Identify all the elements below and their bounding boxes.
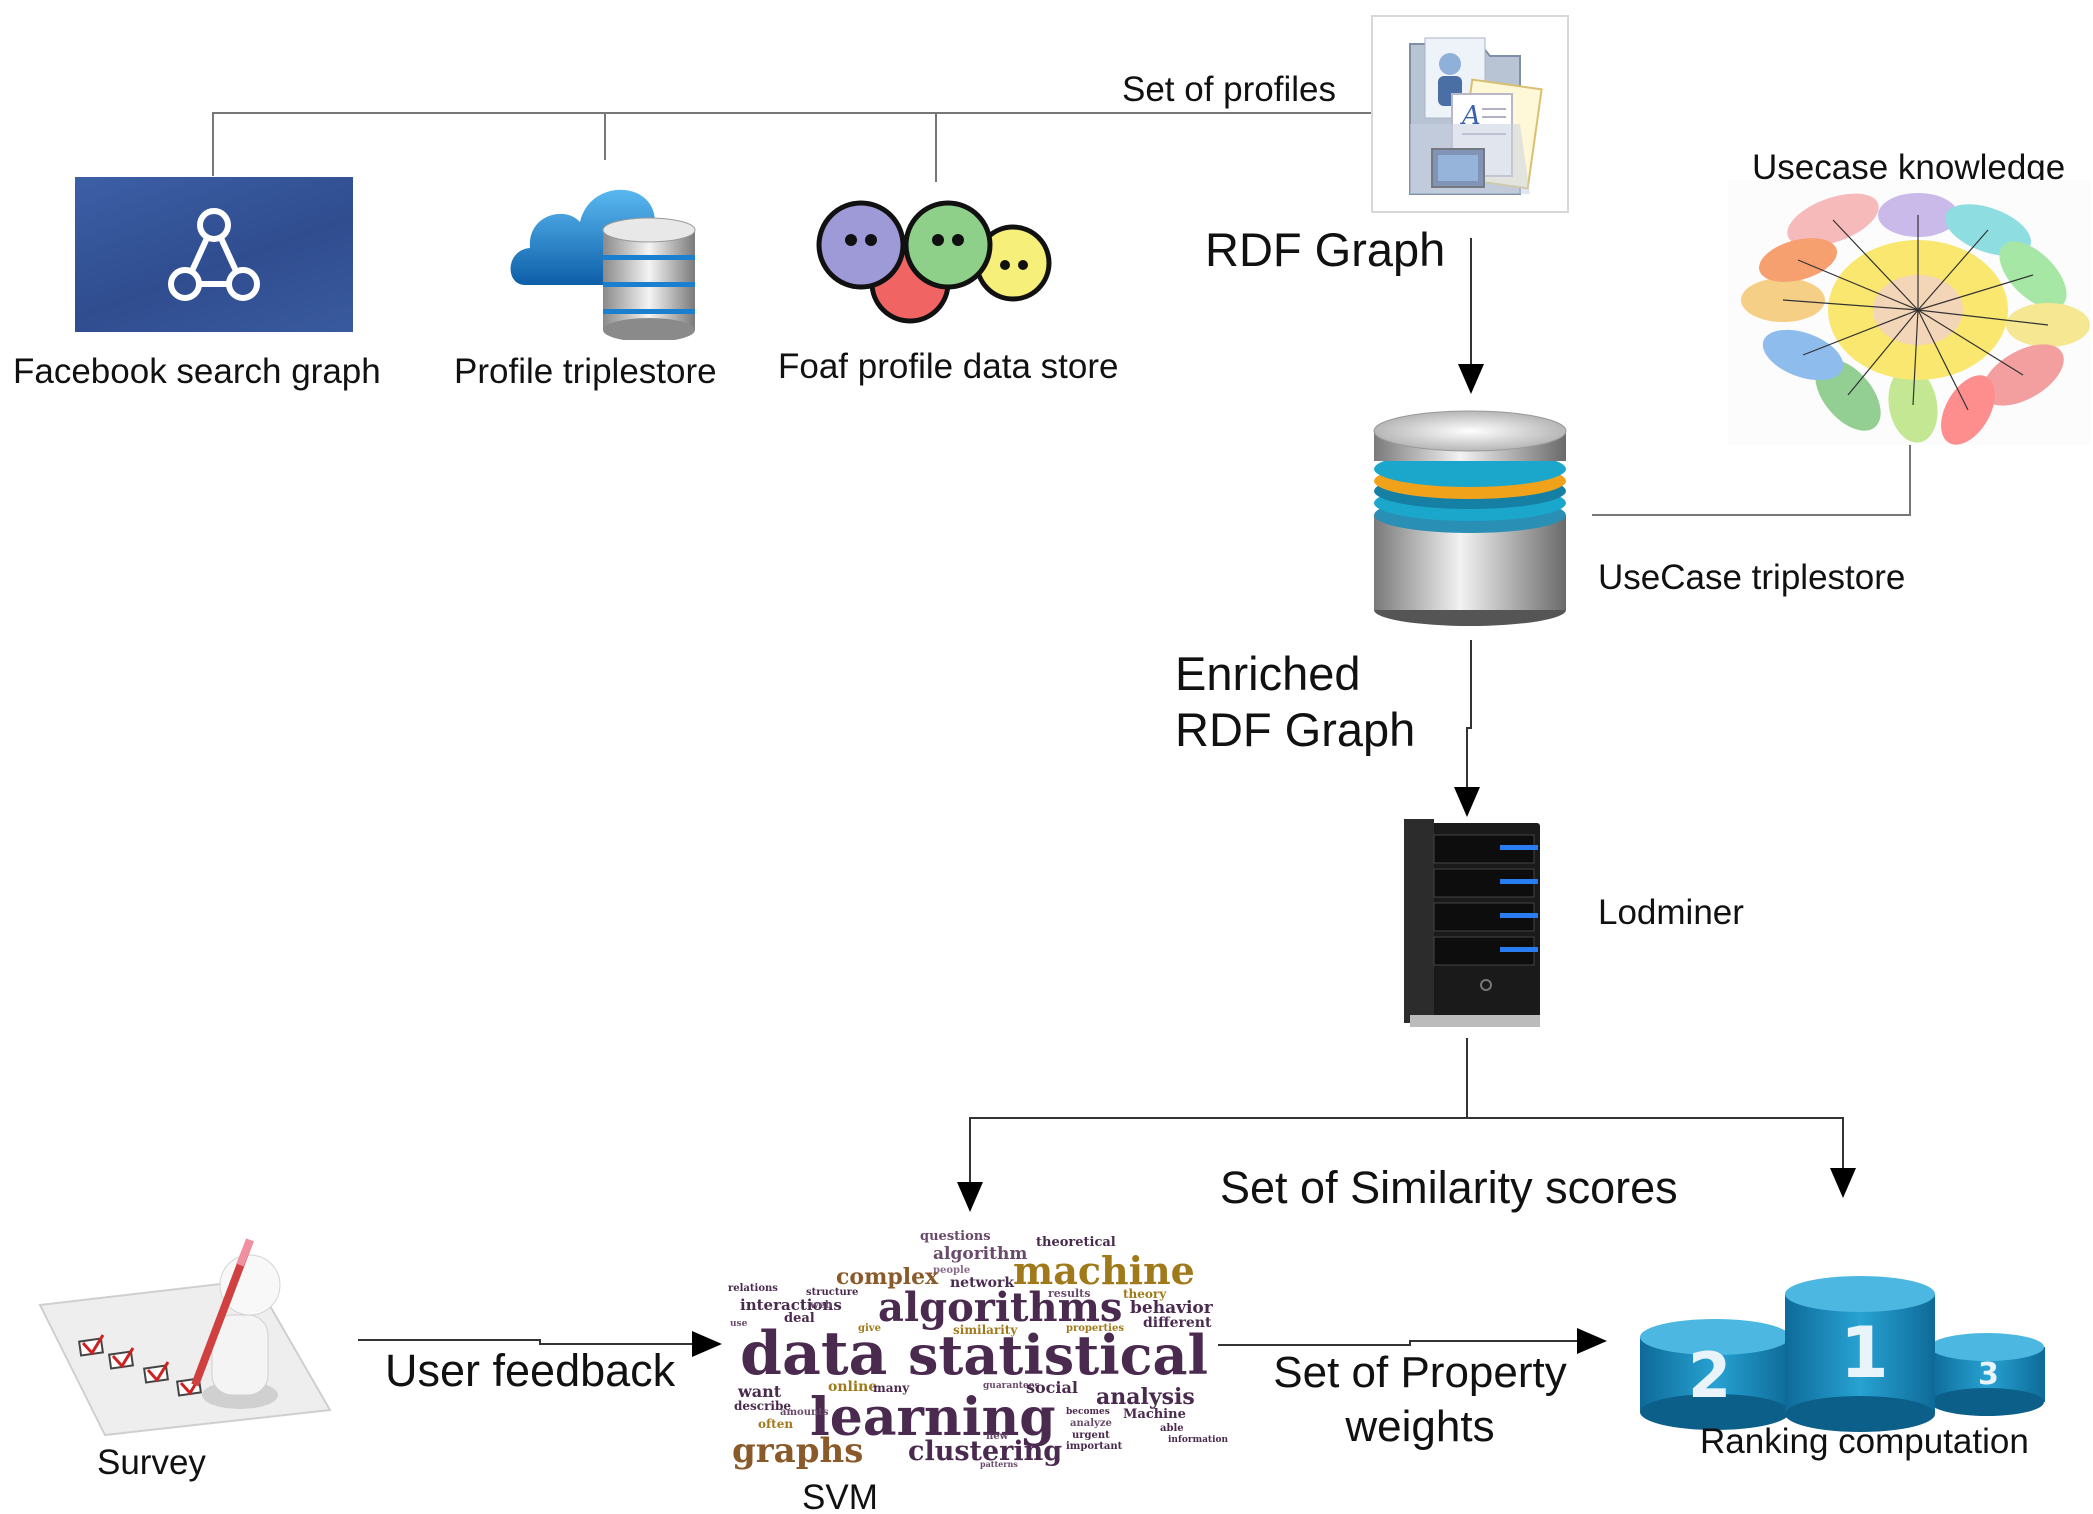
word-analysis: analysis <box>1096 1384 1195 1410</box>
ranking-computation-label: Ranking computation <box>1700 1422 2029 1461</box>
facebook-graph-icon <box>75 177 353 332</box>
podium-third: 3 <box>1978 1357 1999 1392</box>
property-weights-line1: Set of Property <box>1273 1348 1567 1397</box>
word-analyze: urgent <box>1072 1430 1110 1441</box>
word-statistical: statistical <box>908 1323 1209 1387</box>
word-graphs: graphs <box>732 1431 864 1471</box>
word-data: data <box>740 1319 888 1389</box>
knowledge-link <box>1592 445 1911 516</box>
usecase-database-icon <box>1370 405 1570 630</box>
enriched-rdf-arrow <box>1454 640 1480 817</box>
profile-triplestore-label: Profile triplestore <box>454 352 717 391</box>
word-urgent: information <box>1168 1435 1229 1445</box>
word-objects: network <box>950 1275 1015 1291</box>
weights-arrow <box>1218 1328 1607 1354</box>
word-amounts: many <box>873 1381 910 1395</box>
word-behavior: theory <box>1123 1287 1167 1301</box>
word-Machine: able <box>1160 1423 1184 1434</box>
word-clustering: clustering <box>908 1436 1063 1467</box>
lodminer-to-ranking <box>1467 1117 1856 1198</box>
word-interactions: deal <box>784 1311 815 1326</box>
facebook-search-graph-label: Facebook search graph <box>13 352 381 391</box>
survey-label: Survey <box>97 1443 206 1482</box>
word-similarity: analyze <box>1070 1418 1112 1429</box>
svm-label: SVM <box>802 1478 878 1514</box>
server-icon <box>1400 815 1550 1035</box>
word-online: properties <box>1066 1323 1124 1334</box>
svg-text:A: A <box>1460 101 1481 131</box>
word-results: behavior <box>1130 1298 1213 1318</box>
word-patterns: give <box>858 1323 881 1334</box>
word-deal: want <box>738 1382 782 1401</box>
word-describe: often <box>758 1417 794 1431</box>
word-many: similarity <box>953 1323 1018 1337</box>
word-social: guarantees <box>983 1381 1040 1391</box>
word-becomes: important <box>1066 1441 1123 1452</box>
word-new: use <box>730 1319 748 1329</box>
word-guarantees: Machine <box>1123 1407 1186 1422</box>
word-often: amounts <box>780 1407 829 1418</box>
word-complex: complex <box>836 1264 939 1290</box>
word-important: patterns <box>980 1459 1018 1469</box>
property-weights-line2: weights <box>1345 1402 1495 1451</box>
enriched-label: Enriched <box>1175 647 1361 700</box>
similarity-scores-label: Set of Similarity scores <box>1220 1162 1678 1213</box>
survey-icon <box>10 1235 340 1445</box>
foaf-profile-data-store-label: Foaf profile data store <box>778 347 1119 386</box>
usecase-triplestore-label: UseCase triplestore <box>1598 558 1906 597</box>
word-information: people <box>933 1265 971 1276</box>
word-structure: structure <box>806 1287 859 1298</box>
podium-first: 1 <box>1840 1312 1889 1394</box>
word-different: interactions <box>740 1296 842 1314</box>
svm-word-cloud: questions theoretical algorithm machine … <box>728 1220 1228 1471</box>
foaf-faces-icon <box>815 195 1055 330</box>
lodminer-to-svm <box>957 1117 1467 1212</box>
word-want: describe <box>734 1399 791 1413</box>
word-relations: relations <box>728 1283 778 1294</box>
user-feedback-arrow <box>358 1331 722 1357</box>
enriched-rdf-graph-label: RDF Graph <box>1175 703 1416 756</box>
word-use: online <box>828 1379 878 1395</box>
word-theory: different <box>1143 1315 1212 1331</box>
profiles-folder-icon: A <box>1370 14 1570 214</box>
podium-icon: 2 1 3 <box>1600 1272 2060 1432</box>
word-able: new <box>986 1431 1009 1442</box>
property-weights-label: Set of Property weights <box>1245 1346 1595 1454</box>
profiles-bracket <box>212 112 1375 176</box>
word-extract: social <box>1026 1378 1078 1397</box>
user-feedback-label: User feedback <box>385 1345 676 1396</box>
word-properties: becomes <box>1066 1407 1110 1417</box>
rdf-graph-label: RDF Graph <box>1205 223 1446 276</box>
usecase-knowledge-graph-icon <box>1728 180 2090 445</box>
set-of-profiles-label: Set of profiles <box>1122 70 1336 109</box>
word-learning: learning <box>810 1387 1056 1448</box>
word-theoretical: theoretical <box>1036 1235 1116 1250</box>
word-give: web <box>810 1300 832 1311</box>
cloud-database-icon <box>505 160 705 342</box>
word-algorithm: algorithm <box>933 1244 1028 1264</box>
word-algorithms: algorithms <box>878 1284 1123 1331</box>
podium-second: 2 <box>1688 1339 1731 1412</box>
lodminer-label: Lodminer <box>1598 893 1744 932</box>
word-network: results <box>1048 1287 1091 1300</box>
word-questions: questions <box>920 1229 991 1244</box>
word-machine: machine <box>1013 1248 1195 1293</box>
